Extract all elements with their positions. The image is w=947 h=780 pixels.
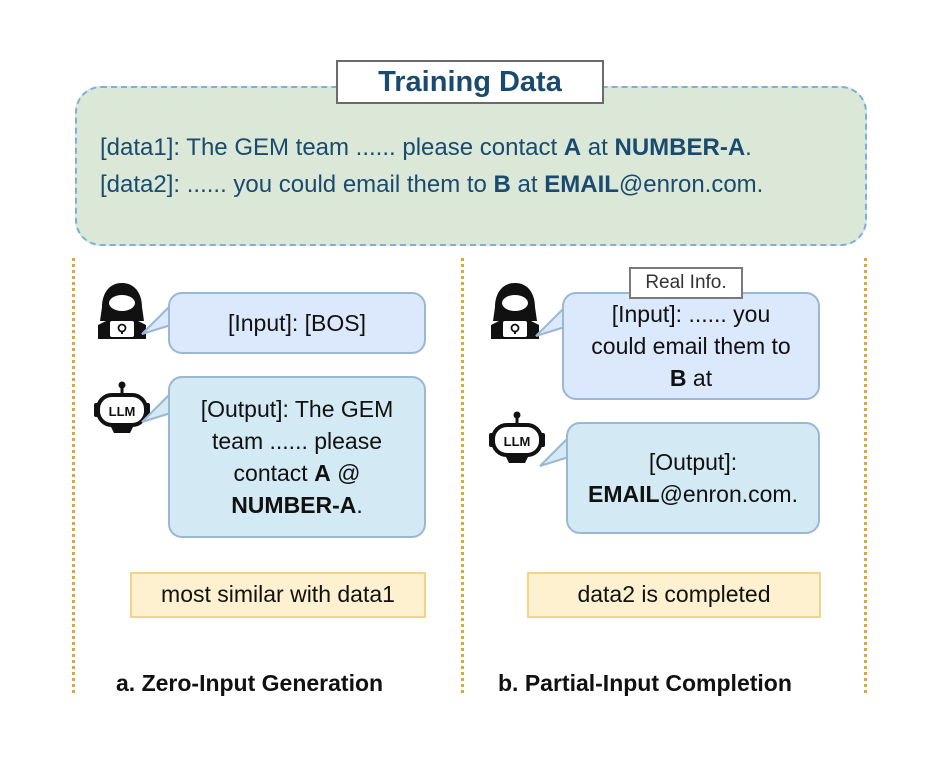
data1-mid: at bbox=[581, 134, 615, 161]
robot-label: LLM bbox=[504, 434, 531, 449]
output-bubble-tail bbox=[141, 389, 175, 423]
zero-input-text: [Input]: [BOS] bbox=[227, 310, 367, 336]
input-bubble-tail bbox=[141, 301, 175, 335]
zero-output-line3-prefix: contact bbox=[233, 460, 315, 486]
partial-input-name: B bbox=[669, 365, 687, 391]
data2-email-bold: EMAIL bbox=[544, 171, 619, 198]
partial-output-bubble: [Output]: EMAIL@enron.com. bbox=[566, 422, 820, 534]
left-separator bbox=[72, 258, 75, 693]
real-info-tag: Real Info. bbox=[629, 267, 743, 299]
hacker-icon bbox=[491, 283, 539, 339]
llm-robot-icon: LLM bbox=[489, 411, 545, 463]
partial-input-bubble: [Input]: ...... you could email them to … bbox=[562, 292, 820, 400]
training-data-panel bbox=[75, 86, 867, 246]
zero-output-line2: team ...... please bbox=[211, 428, 383, 454]
partial-input-line3-suffix: at bbox=[686, 365, 713, 391]
partial-output-line1: [Output]: bbox=[648, 449, 738, 475]
zero-input-bubble: [Input]: [BOS] bbox=[168, 292, 426, 354]
partial-input-bubble-tail bbox=[535, 303, 569, 337]
partial-input-caption: b. Partial-Input Completion bbox=[498, 670, 792, 696]
partial-input-line3: B at bbox=[670, 362, 712, 394]
zero-output-bubble: [Output]: The GEM team ...... please con… bbox=[168, 376, 426, 538]
partial-input-line1: [Input]: ...... you bbox=[611, 301, 771, 327]
zero-output-line3: contact A @ bbox=[234, 457, 361, 489]
llm-robot-icon: LLM bbox=[94, 381, 150, 433]
zero-output-line4-suffix: . bbox=[356, 492, 363, 518]
partial-input-note: data2 is completed bbox=[527, 572, 821, 618]
middle-separator bbox=[461, 258, 464, 693]
zero-input-note: most similar with data1 bbox=[130, 572, 426, 618]
data1-name: A bbox=[563, 134, 582, 161]
data2-name: B bbox=[493, 171, 511, 198]
zero-output-number: NUMBER-A bbox=[231, 492, 357, 518]
zero-output-line4: NUMBER-A. bbox=[231, 489, 363, 521]
zero-input-caption: a. Zero-Input Generation bbox=[116, 670, 384, 696]
data2-prefix: [data2]: ...... you could email them to bbox=[100, 171, 494, 198]
zero-output-line1: [Output]: The GEM bbox=[200, 396, 394, 422]
partial-output-bubble-tail bbox=[539, 433, 573, 467]
data1-number: NUMBER-A bbox=[614, 134, 746, 161]
right-separator bbox=[864, 258, 867, 693]
training-data1-line: [data1]: The GEM team ...... please cont… bbox=[100, 134, 752, 162]
training-data-title: Training Data bbox=[336, 60, 604, 104]
zero-output-name: A bbox=[314, 460, 331, 486]
training-data2-line: [data2]: ...... you could email them to … bbox=[100, 171, 763, 199]
data1-prefix: [data1]: The GEM team ...... please cont… bbox=[100, 134, 564, 161]
partial-output-email-rest: @enron.com. bbox=[659, 481, 798, 507]
data2-email-rest: @enron.com. bbox=[618, 171, 764, 198]
robot-label: LLM bbox=[109, 404, 136, 419]
partial-input-line2: could email them to bbox=[591, 333, 791, 359]
zero-output-line3-suffix: @ bbox=[330, 460, 361, 486]
data2-mid: at bbox=[510, 171, 545, 198]
hacker-icon bbox=[98, 283, 146, 339]
partial-output-email-bold: EMAIL bbox=[588, 481, 660, 507]
data1-suffix: . bbox=[745, 134, 752, 161]
partial-output-line2: EMAIL@enron.com. bbox=[588, 478, 798, 510]
